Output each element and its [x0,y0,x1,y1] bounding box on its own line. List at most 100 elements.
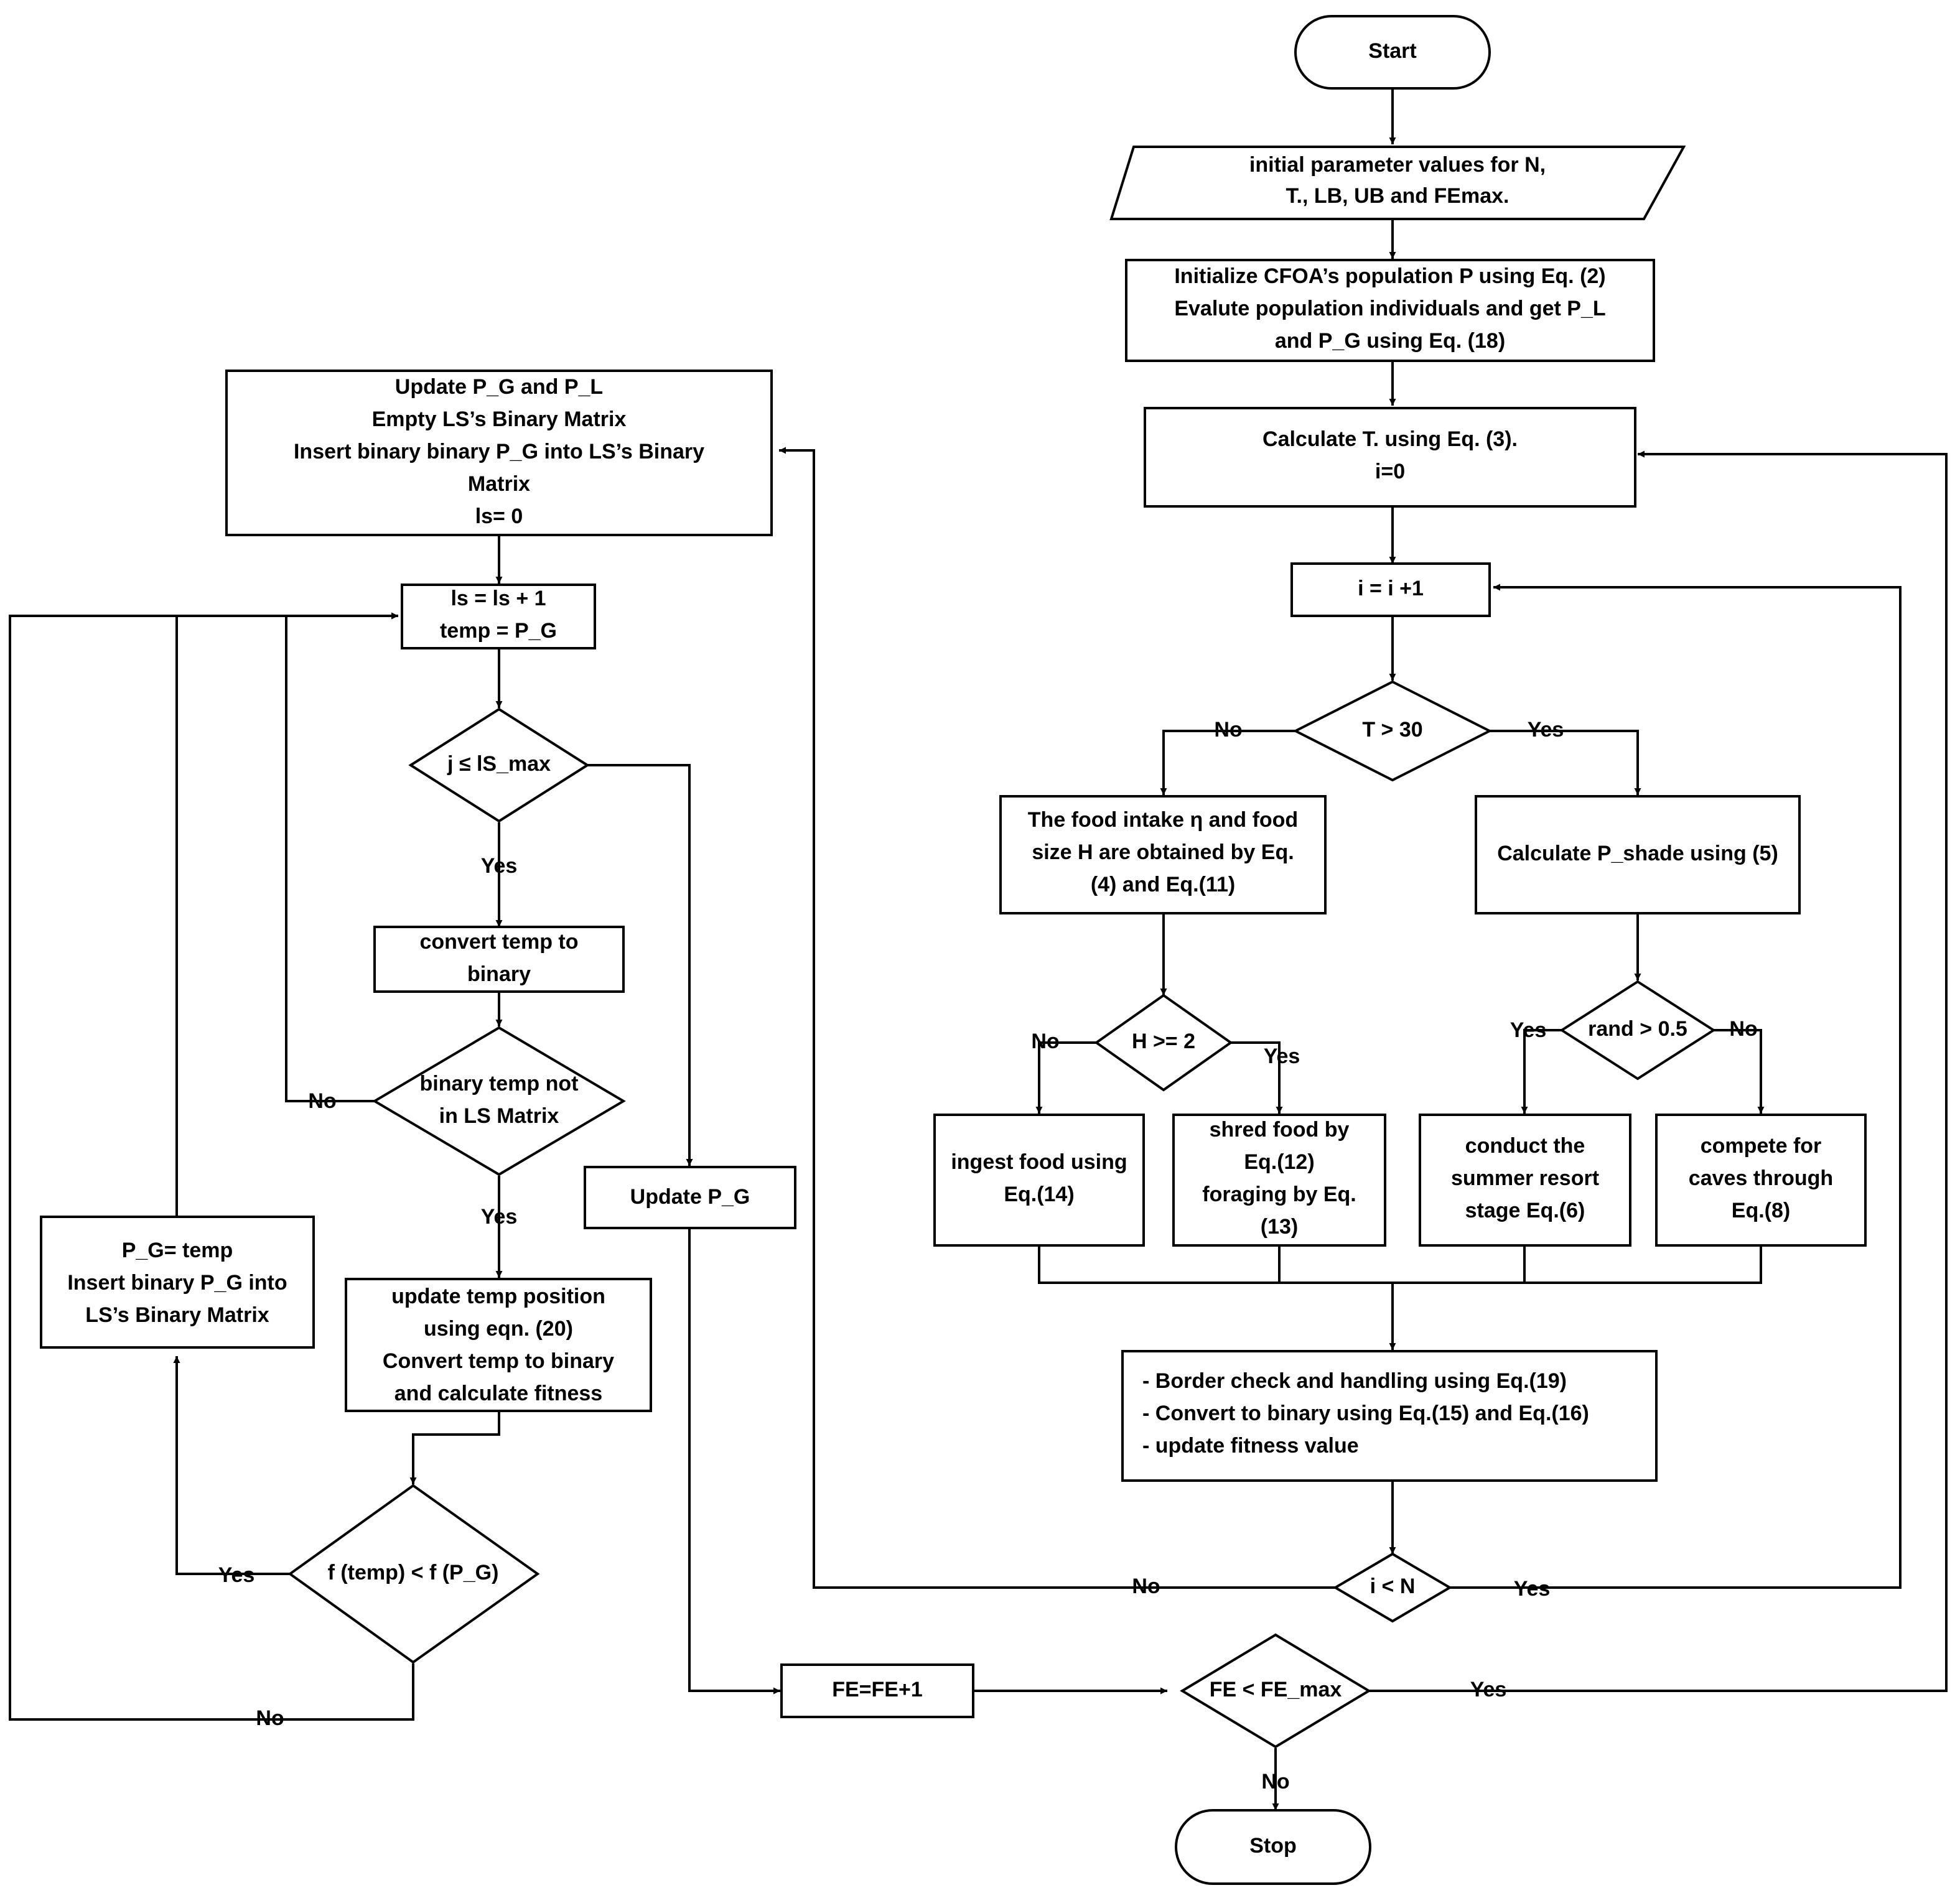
t30-label: T > 30 [1362,718,1422,742]
shred-label: shred food by Eq.(12) foraging by Eq. (13) [1202,1118,1356,1239]
merge-bus [1038,1245,1762,1284]
update-pg-label: Update P_G [630,1185,750,1209]
update-temp-label-line: using eqn. (20) [424,1317,573,1341]
update-pgpl-label-line: Insert binary binary P_G into LS’s Binar… [294,440,704,463]
init-label-line: and P_G using Eq. (18) [1275,329,1505,353]
arrow-updtemp-to-f [409,1411,500,1484]
fe-yes-label: Yes [1470,1678,1507,1701]
update-temp-label-line: and calculate fitness [394,1382,602,1405]
compete-label-line: Eq.(8) [1732,1199,1790,1222]
calc-t-box [1144,407,1636,508]
input-label-line: initial parameter values for N, [1249,153,1546,177]
compete-label-line: compete for [1701,1134,1822,1158]
h2-label: H >= 2 [1132,1030,1195,1053]
stop-label: Stop [1249,1834,1297,1858]
compete-box [1655,1114,1867,1247]
j-diamond [408,707,590,823]
border-label-line: - Convert to binary using Eq.(15) and Eq… [1142,1402,1589,1425]
shred-label-line: (13) [1261,1215,1298,1239]
bin-diamond [372,1026,626,1176]
food-intake-label-line: The food intake η and food [1028,808,1298,832]
calc-t-label: Calculate T. using Eq. (3).i=0 [1262,427,1518,483]
arrow-bin-no-loop [285,612,398,1102]
pgtemp-label-line: LS’s Binary Matrix [85,1303,269,1327]
arrow-iltn-yes-loop [1450,584,1902,1589]
arrow-f-no-loop [9,612,414,1721]
iltn-label: i < N [1370,1575,1416,1598]
inc-i-label: i = i +1 [1358,577,1424,600]
summer-label-line: conduct the [1465,1134,1585,1158]
update-pg-box [584,1166,796,1229]
summer-box [1419,1114,1631,1247]
ingest-box [933,1114,1145,1247]
calc-t-label-line: Calculate T. using Eq. (3). [1262,427,1518,451]
pgtemp-label-line: Insert binary P_G into [67,1271,287,1295]
compete-label-line: caves through [1689,1166,1833,1190]
rand-no-label: No [1729,1017,1757,1041]
input-label: initial parameter values for N, T., LB, U… [1249,153,1546,208]
arrow-t30-no [1160,730,1295,795]
feinc-box [780,1663,974,1718]
pgtemp-box [40,1216,315,1349]
h2-diamond [1094,993,1233,1092]
h2-no-label: No [1031,1030,1059,1053]
input-label-line: T., LB, UB and FEmax. [1286,184,1510,208]
feinc-label: FE=FE+1 [832,1678,923,1701]
food-intake-label: The food intake η and food size H are obt… [1028,808,1298,896]
iltn-no-label: No [1132,1575,1160,1598]
shred-label-line: shred food by [1210,1118,1350,1142]
food-intake-box [999,795,1327,914]
border-label-line: - Border check and handling using Eq.(19… [1142,1369,1567,1393]
lsinc-label-line: temp = P_G [440,619,557,643]
summer-label-line: summer resort [1451,1166,1599,1190]
j-yes-label: Yes [481,854,518,878]
convert-temp-label-line: binary [467,962,531,986]
f-diamond [287,1484,540,1664]
update-pgpl-label-line: Empty LS’s Binary Matrix [372,407,627,431]
fe-label: FE < FE_max [1210,1678,1342,1701]
edge-labels: No Yes No Yes Yes No No Yes Yes No Yes N… [218,718,1758,1793]
start-label: Start [1368,39,1416,63]
shred-label-line: foraging by Eq. [1202,1183,1356,1206]
shred-box [1172,1114,1386,1247]
init-label-line: Evalute population individuals and get P… [1174,297,1605,320]
t30-no-label: No [1214,718,1242,742]
fe-diamond [1180,1633,1371,1749]
t30-yes-label: Yes [1528,718,1564,742]
start-terminal [1294,15,1491,90]
shred-label-line: Eq.(12) [1244,1150,1314,1174]
iltn-diamond [1333,1552,1452,1623]
node-labels: Start initial parameter values for N, T.,… [67,39,1833,1858]
init-label-line: Initialize CFOA’s population P using Eq.… [1174,264,1605,288]
arrow-fe-yes-loop [1369,450,1948,1692]
rand-diamond [1559,980,1716,1081]
border-label: - Border check and handling using Eq.(19… [1142,1369,1589,1458]
arrow-h2-no [1035,1041,1096,1114]
border-box [1121,1350,1658,1482]
ingest-label-line: Eq.(14) [1004,1183,1074,1206]
rand-label: rand > 0.5 [1588,1017,1687,1041]
j-label: j ≤ lS_max [447,752,551,776]
inc-i-box [1290,562,1491,617]
bin-label-line: binary temp not [419,1072,578,1096]
update-pgpl-box [225,370,773,536]
t30-diamond [1292,680,1493,782]
f-no-label: No [256,1706,284,1730]
h2-yes-label: Yes [1264,1044,1300,1068]
bin-no-label: No [308,1089,336,1113]
food-intake-label-line: size H are obtained by Eq. [1032,840,1294,864]
ingest-label-line: ingest food using [951,1150,1127,1174]
update-pgpl-label-line: ls= 0 [475,505,523,528]
food-intake-label-line: (4) and Eq.(11) [1091,873,1235,896]
summer-label-line: stage Eq.(6) [1465,1199,1585,1222]
arrow-j-no-to-updatepg [587,764,693,1166]
arrow-updatepg-to-feinc [688,1228,780,1695]
init-box [1125,259,1655,362]
